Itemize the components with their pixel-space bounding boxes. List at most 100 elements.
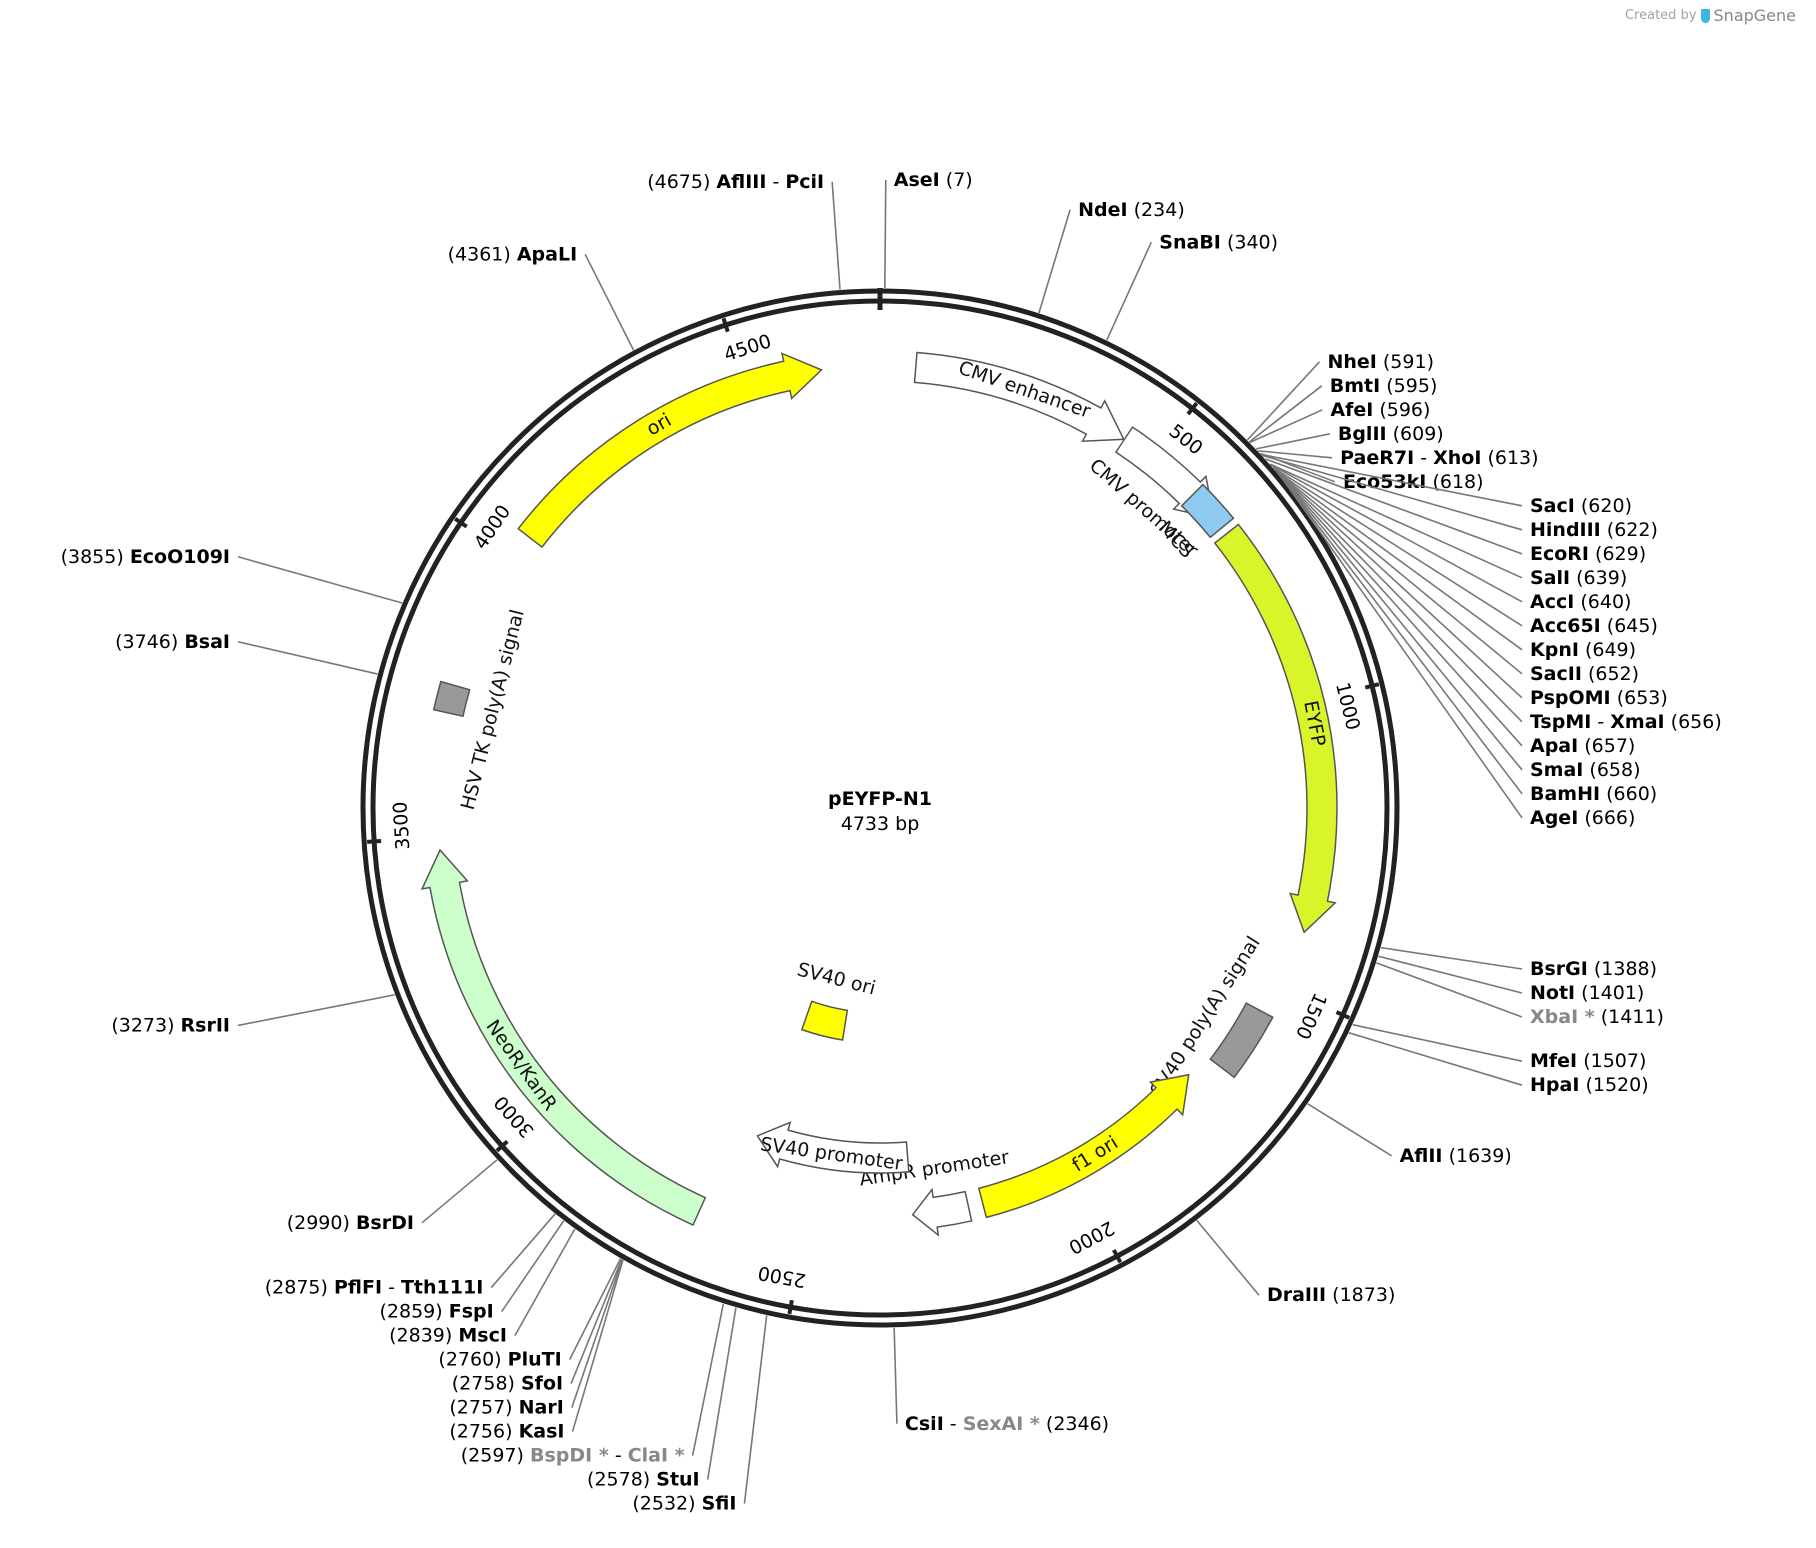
tick-label: 500 [1165,420,1207,460]
site-ecori: EcoRI (629) [1265,458,1646,565]
feature-eyfp: EYFP [1213,523,1338,934]
site-label: SnaBI (340) [1159,231,1278,253]
site-leader-line [1270,463,1523,603]
site-leader-line [831,181,841,290]
site-label: AgeI (666) [1530,807,1635,829]
site-label: DraIII (1873) [1267,1284,1395,1306]
site-leader-line [1261,453,1523,507]
site-label: CsiI - SexAI * (2346) [905,1413,1109,1435]
site-label: AfeI (596) [1330,399,1430,421]
site-label: SalI (639) [1530,567,1627,589]
tick-mark [787,1299,794,1315]
site-leader-line [571,1259,624,1432]
site-leader-line [884,180,887,289]
site-ndei: NdeI (234) [1038,199,1185,314]
credit-brand: SnapGene [1713,6,1796,25]
site-leader-line [1255,433,1331,450]
site-label: XbaI * (1411) [1530,1006,1664,1028]
site-leader-line [706,1307,737,1480]
site-apai: ApaI (657) [1277,473,1635,757]
site-label: (2597) BspDI * - ClaI * [461,1445,685,1467]
snapgene-credit: Created by SnapGene [1625,6,1796,25]
tick-label: 3500 [389,801,414,851]
feature-sv40-promoter: SV40 promoter [756,1121,910,1175]
tick-mark [1112,1249,1123,1264]
tick-mark [495,1139,509,1153]
site-label: BglII (609) [1338,423,1444,445]
site-label: (2756) KasI [449,1421,564,1443]
site-label: BamHI (660) [1530,783,1657,805]
site-fspi: (2859) FspI [379,1220,565,1323]
site-apali: (4361) ApaLI [448,243,635,351]
site-label: (2758) SfoI [452,1373,563,1395]
site-bamhi: BamHI (660) [1278,474,1657,805]
site-bsrdi: (2990) BsrDI [287,1159,498,1234]
site-label: (2760) PluTI [438,1349,561,1371]
site-acci: AccI (640) [1270,463,1631,613]
site-aflii: AflII (1639) [1307,1103,1512,1167]
site-hpai: HpaI (1520) [1348,1032,1649,1096]
site-label: ApaI (657) [1530,735,1635,757]
site-label: HpaI (1520) [1530,1074,1649,1096]
site-leader-line [237,993,395,1027]
site-bsrgi: BsrGI (1388) [1380,946,1657,980]
site-leader-line [568,1258,622,1360]
site-leader-line [571,1259,624,1408]
site-label: AccI (640) [1530,591,1631,613]
site-hindiii: HindIII (622) [1261,454,1658,541]
credit-prefix: Created by [1624,8,1697,23]
site-leader-line [1249,409,1323,444]
site-label: SacI (620) [1530,495,1632,517]
tick-label: 2000 [1065,1216,1118,1258]
site-msci: (2839) MscI [389,1228,576,1347]
site-label: (2875) PflFI - Tth111I [265,1277,484,1299]
site-label: NdeI (234) [1078,199,1185,221]
site-noti: NotI (1401) [1378,955,1644,1004]
feature-shape [1209,1002,1274,1079]
feature-shape [1180,483,1235,539]
feature-label: SV40 ori [795,958,878,999]
site-label: (2578) StuI [587,1469,700,1491]
site-asei: AseI (7) [884,169,973,289]
site-leader-line [490,1213,556,1289]
tick-label: 4000 [470,501,515,553]
site-label: MfeI (1507) [1530,1050,1646,1072]
feature-sv40-ori: SV40 ori [795,958,878,1041]
site-label: AseI (7) [894,169,973,191]
site-leader-line [1380,946,1523,970]
tick-label: 1500 [1291,989,1331,1042]
tick-mark [1335,1010,1351,1020]
tick-mark [1186,401,1199,416]
tick-mark [453,517,468,529]
site-bmti: BmtI (595) [1248,375,1437,443]
site-label: (3855) EcoO109I [61,546,230,568]
site-label: (4361) ApaLI [448,243,578,265]
site-agei: AgeI (666) [1281,477,1635,829]
plasmid-length: 4733 bp [841,813,920,835]
site-kpni: KpnI (649) [1274,468,1636,661]
site-label: PspOMI (653) [1530,687,1668,709]
site-leader-line [1277,473,1523,747]
site-leader-line [743,1315,768,1504]
tick-label: 2500 [756,1261,807,1291]
site-leader-line [584,253,635,351]
site-leader-line [1278,474,1523,795]
backbone-ring [360,288,1400,1328]
site-nari: (2757) NarI [449,1259,624,1419]
site-nhei: NheI (591) [1246,351,1434,441]
site-leader-line [514,1228,576,1336]
site-stui: (2578) StuI [587,1307,737,1491]
site-leader-line [1307,1103,1393,1157]
tick-mark [1364,682,1380,690]
site-pflfi: (2875) PflFI - Tth111I [265,1213,556,1299]
tick-label: 4500 [721,330,774,366]
feature-cmv-enhancer: CMV enhancer [913,351,1125,443]
site-label: NotI (1401) [1530,982,1644,1004]
site-leader-line [1274,468,1523,651]
site-label: PaeR7I - XhoI (613) [1340,447,1538,469]
tick-mark [721,317,730,333]
feature-label: HSV TK poly(A) signal [457,607,529,812]
site-label: (4675) AflIII - PciI [647,171,824,193]
site-leader-line [1269,463,1523,579]
site-label: EcoRI (629) [1530,543,1646,565]
